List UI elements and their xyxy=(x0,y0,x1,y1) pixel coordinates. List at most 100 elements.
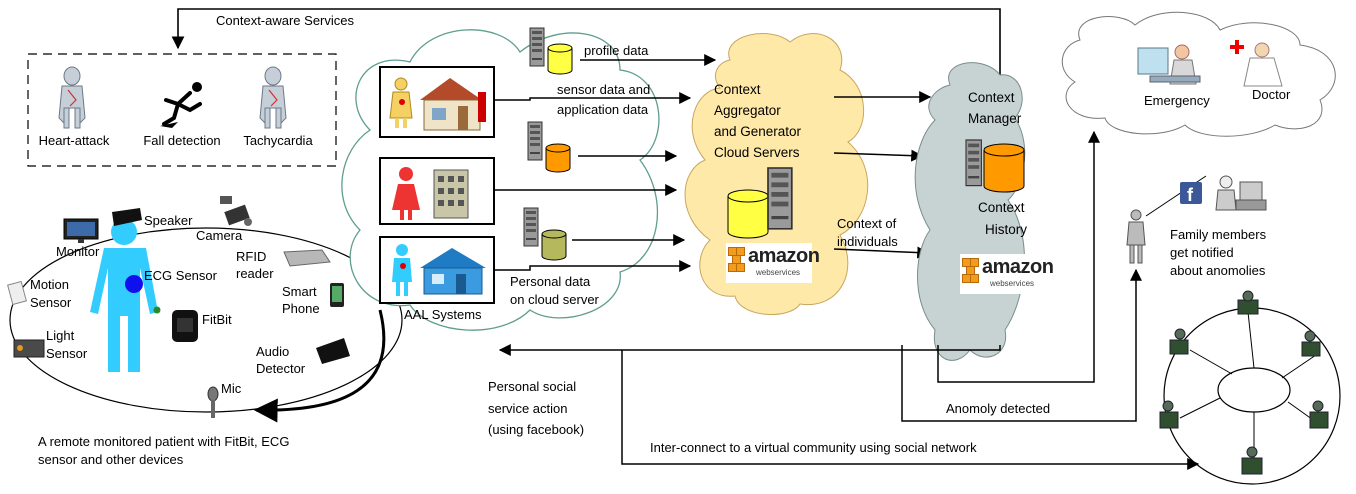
smartphone-label-1: Smart xyxy=(282,284,317,299)
alerts-box xyxy=(27,53,337,167)
camera-label: Camera xyxy=(196,228,243,243)
rfid-label-2: reader xyxy=(236,266,274,281)
patient-caption-2: sensor and other devices xyxy=(38,452,184,467)
social-action-label-1: Personal social xyxy=(488,379,577,394)
heart-attack-icon xyxy=(58,66,86,129)
mic-icon xyxy=(207,386,219,418)
social-action-label-2: service action xyxy=(488,401,568,416)
community-spokes xyxy=(1179,311,1317,458)
arrow-to-emergency xyxy=(937,130,1100,383)
emergency-cloud xyxy=(1061,11,1336,137)
svg-text:f: f xyxy=(1187,185,1194,205)
context-individuals-label-2: individuals xyxy=(837,234,898,249)
family-label-2: get notified xyxy=(1170,245,1234,260)
motion-sensor-icon xyxy=(7,280,27,306)
alert-fall-detection-label: Fall detection xyxy=(143,133,221,148)
sensor-db-icon xyxy=(545,143,571,173)
ecg-sensor-dot xyxy=(125,275,143,293)
patient-caption-1: A remote monitored patient with FitBit, … xyxy=(38,434,290,449)
family-computer-user-icon xyxy=(1215,175,1267,211)
sensor-data-label-2: application data xyxy=(557,102,649,117)
motion-label-1: Motion xyxy=(30,277,70,292)
camera-icon xyxy=(220,196,252,226)
aggregator-label-3: and Generator xyxy=(714,124,802,139)
motion-label-2: Sensor xyxy=(30,295,72,310)
monitor-label: Monitor xyxy=(56,244,100,259)
history-label-2: History xyxy=(985,222,1028,237)
emergency-label: Emergency xyxy=(1144,93,1210,108)
arrow-sensor-app xyxy=(494,92,692,104)
history-label-1: Context xyxy=(978,200,1025,215)
light-label-2: Sensor xyxy=(46,346,88,361)
rfid-label-1: RFID xyxy=(236,249,267,264)
aggregator-label-1: Context xyxy=(714,82,761,97)
community-hub xyxy=(1217,367,1291,413)
facebook-icon: f xyxy=(1180,182,1202,205)
audio-label-2: Detector xyxy=(256,361,306,376)
emergency-operator-icon xyxy=(1137,44,1201,85)
aggregator-label-2: Aggregator xyxy=(714,103,781,118)
light-label-1: Light xyxy=(46,328,75,343)
arrow-community xyxy=(621,350,1200,470)
context-individuals-label-1: Context of xyxy=(837,216,897,231)
context-services-label: Context-aware Services xyxy=(216,13,354,28)
personal-data-label-2: on cloud server xyxy=(510,292,599,307)
aggregator-label-4: Cloud Servers xyxy=(714,145,800,160)
monitor-icon xyxy=(63,218,99,243)
aggregator-db-icon xyxy=(727,189,769,239)
personal-db-icon xyxy=(541,229,567,261)
aws-sub: webservices xyxy=(756,268,801,277)
personal-server-icon xyxy=(523,207,539,247)
woman-red-icon xyxy=(392,167,420,220)
personal-data-label-1: Personal data xyxy=(510,274,591,289)
fall-detection-icon xyxy=(160,82,202,128)
speaker-icon xyxy=(112,208,142,226)
profile-server-icon xyxy=(529,27,545,67)
manager-db-icon xyxy=(983,143,1025,193)
tachycardia-icon xyxy=(259,66,287,129)
profile-data-label: profile data xyxy=(584,43,649,58)
manager-label-1: Context xyxy=(968,90,1015,105)
home-icon xyxy=(420,78,486,131)
ecg-sensor-label: ECG Sensor xyxy=(144,268,217,283)
doctor-label: Doctor xyxy=(1252,87,1291,102)
arrow-social-action xyxy=(498,344,1001,356)
smartphone-icon xyxy=(330,283,344,307)
smartphone-label-2: Phone xyxy=(282,301,320,316)
patient-device-ring xyxy=(9,227,403,413)
sensor-data-label-1: sensor data and xyxy=(557,82,651,97)
fitbit-icon xyxy=(172,310,198,342)
community-members-icons xyxy=(1159,290,1329,475)
arrow-box3 xyxy=(494,260,692,272)
audio-label-1: Audio xyxy=(256,344,290,359)
patient-body-icon xyxy=(90,219,161,372)
red-cross-icon xyxy=(1230,40,1244,54)
aal-to-patient-arrow xyxy=(253,309,386,423)
arrow-anomaly xyxy=(901,268,1142,422)
aws-sub: webservices xyxy=(990,279,1035,288)
aal-systems-label: AAL Systems xyxy=(404,307,482,322)
arrow-agg-manager-2 xyxy=(833,149,924,162)
alert-heart-attack-label: Heart-attack xyxy=(38,133,110,148)
arrow-context-individuals xyxy=(833,246,930,259)
family-label-1: Family members xyxy=(1170,227,1267,242)
apartment-building-icon xyxy=(433,169,469,219)
aws-logo-manager: amazon webservices xyxy=(960,254,1054,294)
manager-server-icon xyxy=(965,139,983,187)
speaker-label: Speaker xyxy=(144,213,193,228)
audio-detector-icon xyxy=(316,338,350,364)
light-sensor-icon xyxy=(13,339,45,358)
family-person-icon xyxy=(1126,209,1146,264)
anomaly-detected-label: Anomoly detected xyxy=(946,401,1051,416)
doctor-icon xyxy=(1243,42,1283,87)
man-blue-icon xyxy=(392,244,412,296)
context-services-loop-arrow xyxy=(171,8,1001,100)
profile-db-icon xyxy=(547,43,573,75)
rfid-reader-icon xyxy=(283,249,331,267)
family-label-3: about anomolies xyxy=(1170,263,1266,278)
community-label: Inter-connect to a virtual community usi… xyxy=(650,440,977,455)
aws-word: amazon xyxy=(748,245,820,267)
alert-tachycardia-label: Tachycardia xyxy=(243,133,313,148)
aws-logo-aggregator: amazon webservices xyxy=(726,243,820,283)
